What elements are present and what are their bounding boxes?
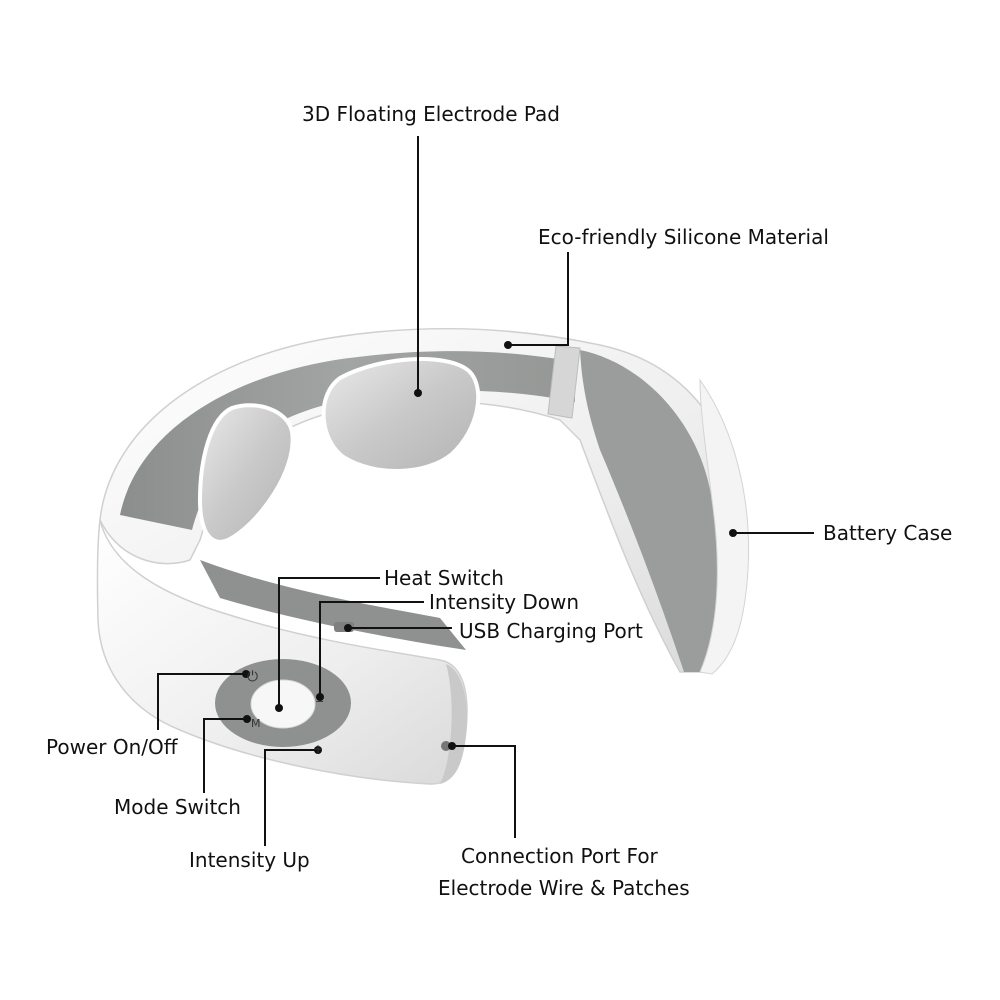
label-battery-case: Battery Case [823,521,953,545]
mode-glyph[interactable]: M [251,717,261,730]
center-electrode-pad [321,357,481,474]
intensity-down-glyph[interactable]: − [315,695,325,708]
dot-battery-case [729,529,737,537]
label-power: Power On/Off [46,735,178,759]
leader-connection-port [452,745,516,838]
dot-intensity-down [316,693,324,701]
dot-silicone [504,341,512,349]
dot-intensity-up [314,746,322,754]
silver-ring [547,345,581,419]
dot-mode-switch [243,715,251,723]
silicone-inner-band [120,351,575,530]
label-silicone: Eco-friendly Silicone Material [538,225,829,249]
dot-usb-port [344,624,352,632]
label-intensity-up: Intensity Up [189,848,310,872]
connection-port-hole [441,741,451,751]
control-unit-end-cap [440,664,468,784]
leader-power [157,673,246,730]
label-usb-port: USB Charging Port [459,619,643,643]
leader-silicone [508,252,569,346]
heat-switch-button[interactable] [250,679,316,729]
battery-case-shell [699,378,750,675]
label-intensity-down: Intensity Down [429,590,580,614]
label-heat-switch: Heat Switch [384,566,504,590]
label-mode-switch: Mode Switch [114,795,241,819]
dot-connection-port [448,742,456,750]
dot-heat-switch [275,704,283,712]
label-connection-port-line1: Connection Port For [461,844,658,868]
battery-case-inner-panel [580,350,718,672]
leader-mode-switch [203,718,247,793]
leader-heat-switch [278,577,380,708]
dot-power [242,670,250,678]
dot-electrode-pad [414,389,422,397]
label-connection-port-line2: Electrode Wire & Patches [438,876,690,900]
leader-intensity-up [264,749,318,846]
intensity-up-glyph[interactable]: + [313,742,324,756]
leader-intensity-down [319,601,424,697]
power-icon[interactable]: ⏻ [247,669,259,685]
left-electrode-pad [197,403,295,544]
label-electrode-pad: 3D Floating Electrode Pad [302,102,560,126]
